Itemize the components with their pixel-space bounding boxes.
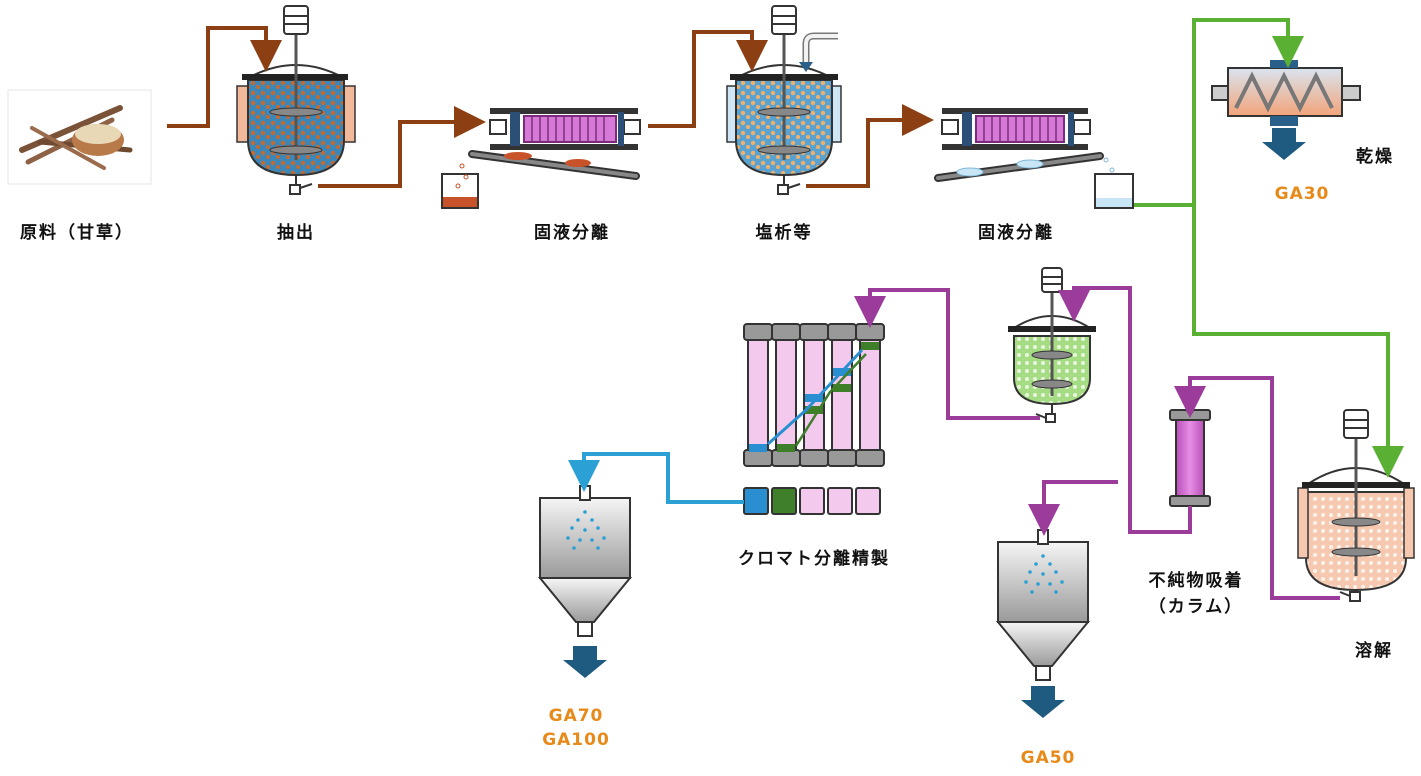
impurity-column-label-1: 不純物吸着 <box>1148 571 1244 591</box>
salting-out-vessel <box>726 5 842 195</box>
chromatography-columns <box>743 323 885 467</box>
separation-1-label: 固液分離 <box>534 223 610 243</box>
salting-out-label: 塩析等 <box>755 223 813 243</box>
green-pipes <box>1134 18 1404 478</box>
purple-pipes <box>854 286 1340 600</box>
ga70-label: GA70 <box>548 706 604 726</box>
licorice-photo <box>7 89 152 185</box>
dissolve-vessel <box>1297 409 1415 602</box>
filter-press-1 <box>441 108 641 209</box>
ga50-label: GA50 <box>1020 748 1076 768</box>
blue-pipe <box>568 452 744 504</box>
drying-label: 乾燥 <box>1356 147 1394 167</box>
extraction-label: 抽出 <box>277 223 315 243</box>
raw-material-label: 原料（甘草） <box>20 223 134 243</box>
ga30-label: GA30 <box>1274 184 1330 204</box>
chromatography-label: クロマト分離精製 <box>738 549 890 569</box>
ga100-label: GA100 <box>542 730 610 750</box>
dryer <box>1211 60 1361 126</box>
green-mixing-vessel <box>1008 267 1096 423</box>
separation-2-label: 固液分離 <box>978 223 1054 243</box>
impurity-column <box>1169 406 1211 507</box>
ga70-output-arrow <box>563 646 607 678</box>
collection-cups <box>743 487 881 515</box>
ga30-output-arrow <box>1262 128 1306 160</box>
brown-pipes <box>167 26 934 188</box>
extraction-vessel <box>236 5 356 195</box>
impurity-column-label-2: （カラム） <box>1148 597 1244 617</box>
spray-dryer-right <box>995 529 1091 681</box>
spray-dryer-left <box>537 485 633 637</box>
filter-press-2 <box>934 108 1134 209</box>
ga50-output-arrow <box>1021 686 1065 718</box>
dissolve-label: 溶解 <box>1355 641 1393 661</box>
